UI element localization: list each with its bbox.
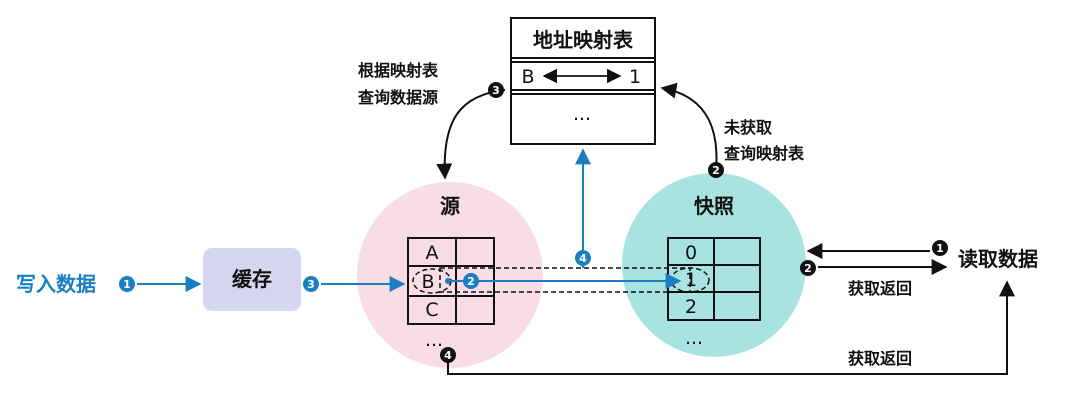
mapping-right: 1 [629, 66, 641, 88]
cache-step-text: 3 [307, 278, 315, 291]
not-found-step-text: 2 [712, 164, 720, 177]
up-step-badge [575, 250, 591, 266]
query-source-line2: 查询数据源 [358, 88, 438, 107]
read-in-step-text: 1 [936, 242, 944, 255]
cache-box [203, 248, 301, 311]
bottom-step-badge [440, 347, 456, 363]
step-badge-b-text: 2 [467, 275, 475, 288]
mapping-dashed-band [439, 267, 691, 293]
source-b-dot [445, 278, 451, 284]
read-data-label: 读取数据 [958, 247, 1038, 271]
bottom-return-label: 获取返回 [848, 349, 912, 368]
write-step-badge [119, 276, 135, 292]
mapping-more: ... [573, 103, 591, 125]
not-found-step-badge [708, 162, 724, 178]
read-out-step-text: 2 [804, 262, 812, 275]
mapping-left: B [521, 66, 534, 88]
cache-label: 缓存 [232, 267, 272, 291]
not-found-arrow [660, 82, 718, 171]
source-title: 源 [440, 194, 460, 218]
query-source-step-text: 3 [492, 84, 500, 97]
snapshot-row-1: 1 [685, 269, 697, 291]
source-circle [357, 182, 543, 368]
write-data-label: 写入数据 [16, 272, 96, 296]
source-row-c: C [425, 299, 438, 321]
source-row-a: A [426, 242, 439, 264]
source-more: ... [425, 329, 443, 351]
step-badge-b [463, 273, 479, 289]
read-in-step-badge [932, 240, 948, 256]
query-source-step-badge [488, 82, 504, 98]
write-step-text: 1 [123, 278, 131, 291]
query-source-line1: 根据映射表 [358, 61, 439, 80]
snapshot-more: ... [685, 327, 703, 349]
not-found-line2: 查询映射表 [724, 144, 805, 163]
bottom-step-text: 4 [444, 349, 452, 362]
read-out-step-badge [800, 260, 816, 276]
bottom-return-arrow [447, 280, 1015, 375]
cache-step-badge [303, 276, 319, 292]
query-source-arrow [436, 89, 506, 180]
snapshot-title: 快照 [694, 194, 734, 218]
read-return-label: 获取返回 [848, 279, 912, 298]
not-found-line1: 未获取 [723, 118, 772, 137]
snapshot-row-2: 2 [685, 296, 697, 318]
snapshot-row-0: 0 [685, 242, 697, 264]
source-row-b: B [421, 271, 434, 293]
mapping-title: 地址映射表 [533, 28, 634, 52]
up-step-text: 4 [579, 252, 587, 265]
